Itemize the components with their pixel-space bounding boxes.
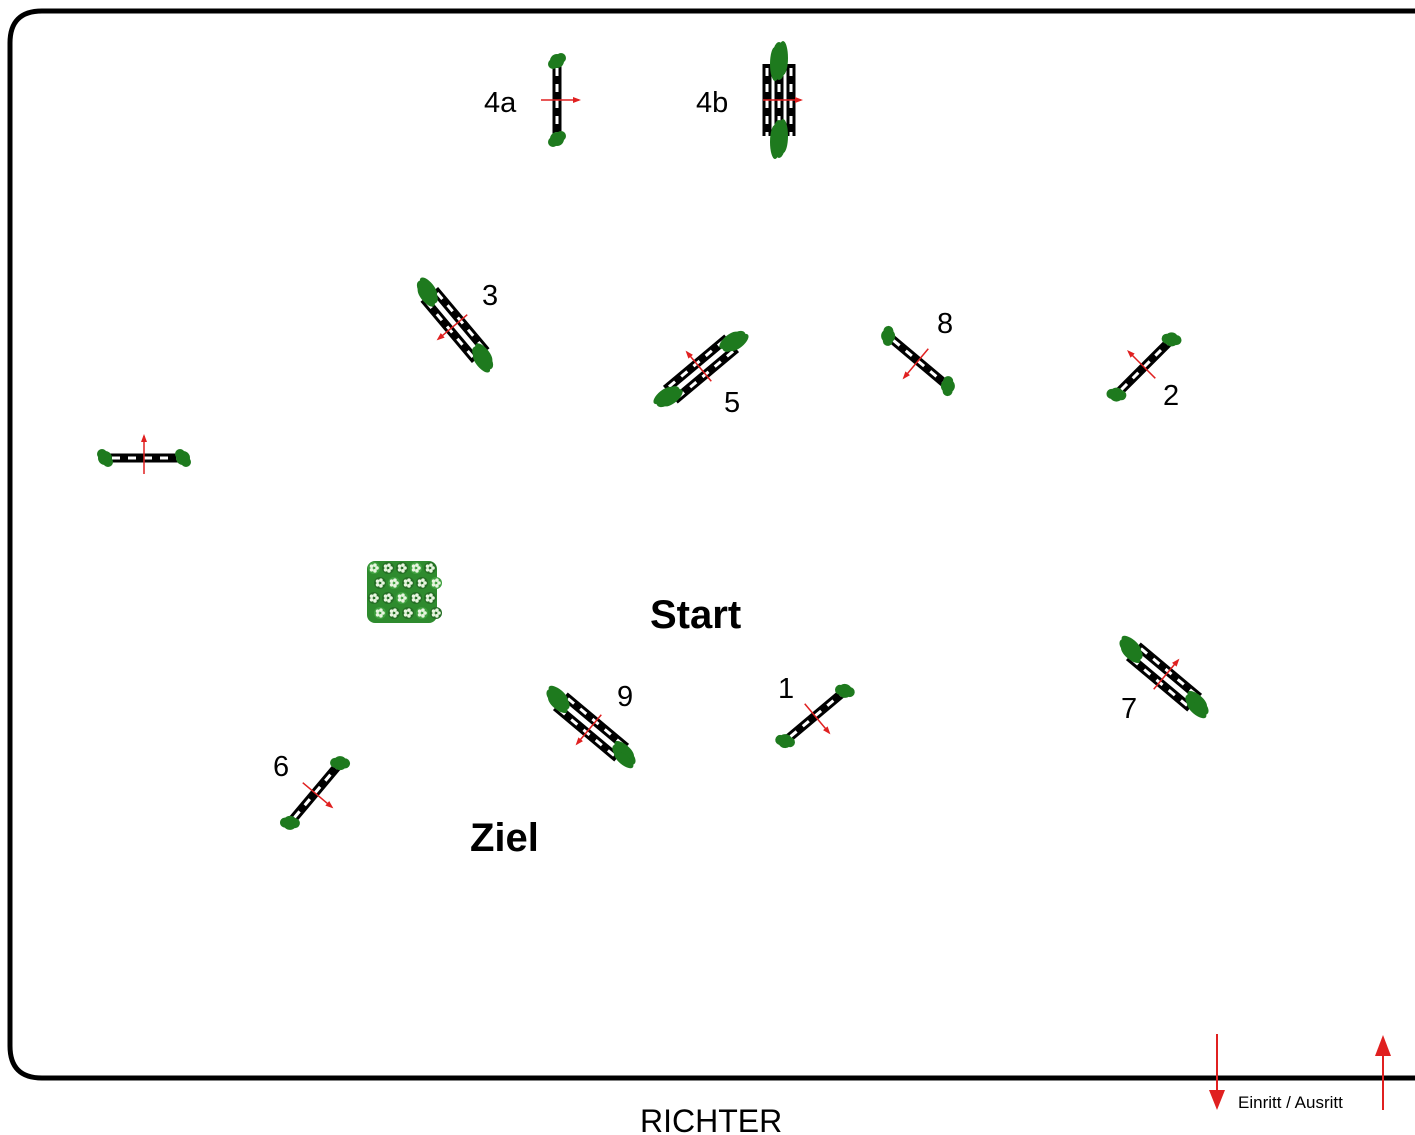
entrance-arrowhead-down [1209,1090,1225,1110]
jump-practice [97,434,191,474]
obstacle-8-label: 8 [937,308,953,340]
entrance-label: Einritt / Ausritt [1238,1093,1343,1112]
jump-2 [1106,332,1182,402]
obstacle-6-label: 6 [273,751,289,783]
jump-4a [541,53,581,147]
obstacle-layer [97,41,1209,830]
arena-border [7,8,1415,1081]
jump-3 [416,277,494,373]
flower-box-decoration [367,561,442,623]
obstacle-1-label: 1 [778,673,794,705]
judge-label: RICHTER [640,1103,782,1135]
start-label: Start [650,593,741,637]
obstacle-7-label: 7 [1121,693,1137,725]
obstacle-9-label: 9 [617,681,633,713]
obstacle-4b-label: 4b [696,87,728,119]
finish-label: Ziel [470,816,539,860]
jump-4b [762,41,803,159]
jump-7 [1119,635,1209,719]
jump-9 [546,685,636,769]
obstacle-4a-label: 4a [484,87,517,119]
jump-1 [775,683,855,749]
jump-6 [279,756,351,830]
obstacle-5-label: 5 [724,387,740,419]
obstacle-3-label: 3 [482,280,498,312]
jump-8 [881,325,955,397]
exit-arrowhead-up [1375,1035,1391,1056]
jump-5 [653,330,749,408]
obstacle-2-label: 2 [1163,380,1179,412]
